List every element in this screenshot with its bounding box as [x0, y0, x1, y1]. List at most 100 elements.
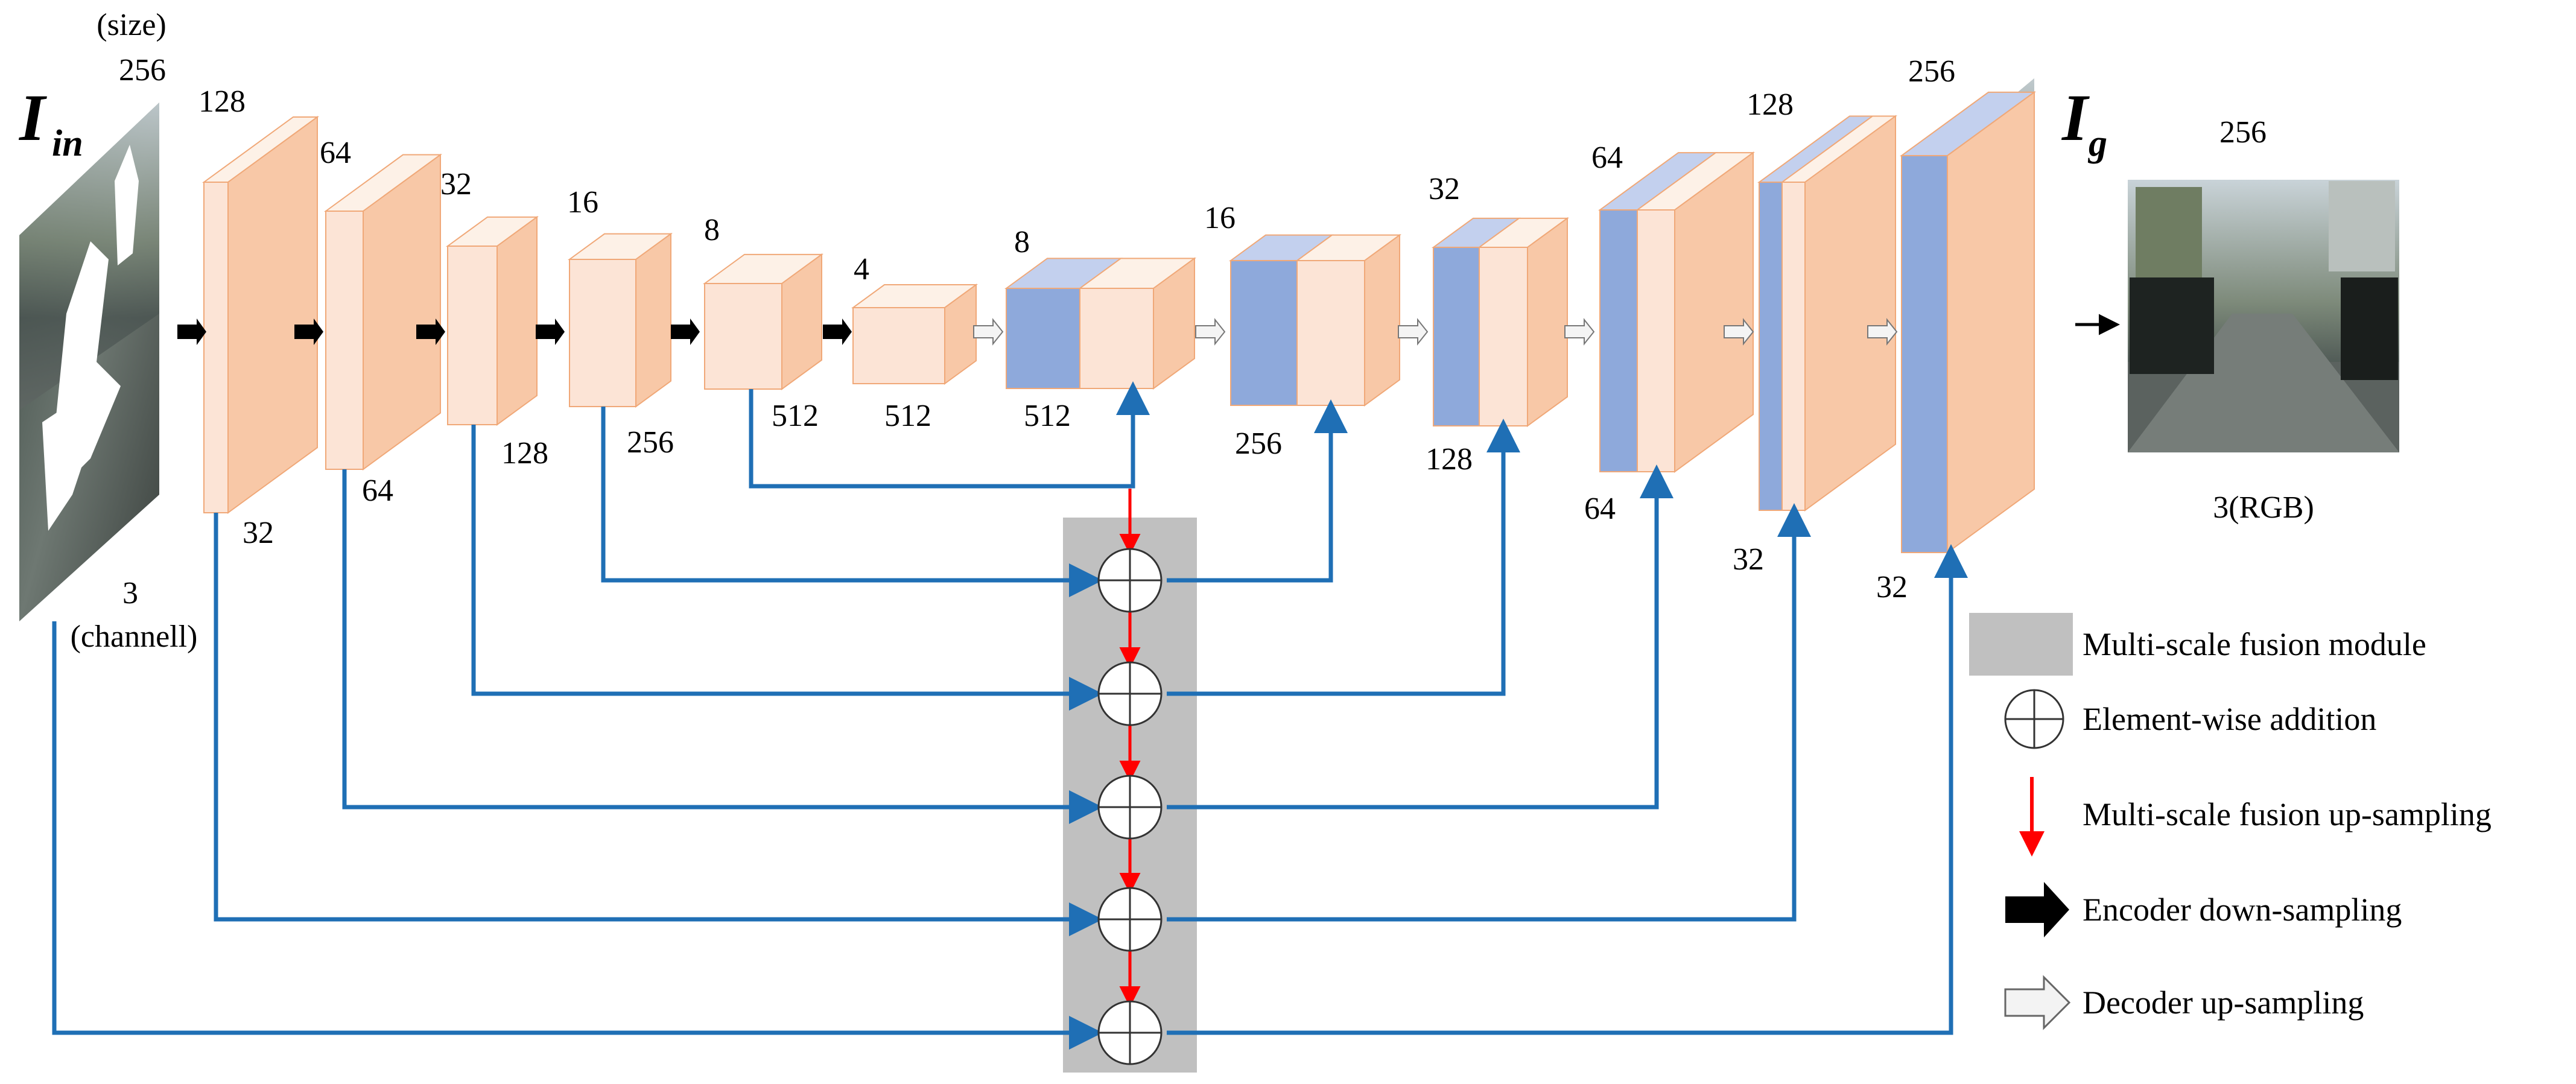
decoder-up-sampling-arrow: [973, 318, 1004, 346]
decoder-block-5-side: [1804, 115, 1896, 512]
element-wise-addition-icon: [1097, 548, 1163, 613]
decoder-block-3-blue-face: [1433, 247, 1480, 426]
encoder-down-sampling-arrow: [294, 319, 323, 345]
decoder-size-label: 128: [1746, 87, 1794, 122]
element-wise-addition-icon: [1097, 661, 1163, 726]
encoder-block-4-side: [635, 232, 671, 408]
output-channels-label: 3(RGB): [2213, 490, 2314, 525]
skip-connection-encoder-3: [471, 425, 1103, 711]
encoder-block-5: [702, 253, 824, 390]
decoder-up-sampling-arrow: [1724, 318, 1754, 346]
legend-label: Multi-scale fusion up-sampling: [2083, 796, 2492, 832]
decoder-size-label: 64: [1591, 141, 1623, 175]
decoder-block-1-peach-face: [1079, 288, 1154, 389]
encoder-block-4: [567, 232, 673, 408]
encoder-channel-label: 128: [501, 436, 548, 471]
encoder-block-3-side: [496, 215, 538, 426]
output-image: [2128, 180, 2399, 452]
decoder-channel-label: 128: [1426, 442, 1473, 477]
encoder-block-3: [445, 215, 539, 426]
decoder-block-4-blue-face: [1599, 209, 1638, 472]
output-title-sub: g: [2087, 123, 2107, 164]
encoder-down-sampling-arrow: [177, 319, 206, 345]
white-arrow-right-icon: [2004, 975, 2071, 1030]
encoder-block-1: [201, 115, 320, 514]
encoder-block-6-face: [852, 307, 945, 384]
circle-plus-icon: [2004, 689, 2064, 749]
encoder-down-sampling-arrow: [671, 319, 700, 345]
decoder-channel-label: 256: [1235, 426, 1282, 461]
encoder-block-2: [323, 153, 443, 471]
skip-connection-bottleneck: [749, 381, 1150, 489]
skip-connection-encoder-4: [601, 407, 1103, 597]
decoder-block-6: [1899, 90, 2037, 554]
encoder-down-sampling-arrow: [823, 319, 852, 345]
decoder-size-label: 256: [1908, 54, 1955, 89]
decoder-block-4-peach-face: [1637, 209, 1675, 472]
encoder-block-1-face: [203, 182, 229, 513]
decoder-size-label: 32: [1429, 172, 1460, 206]
decoder-block-1-blue-face: [1006, 288, 1080, 389]
encoder-block-5-face: [704, 283, 782, 390]
decoder-block-2-peach-face: [1296, 260, 1365, 406]
input-channels-label: 3: [122, 576, 138, 610]
output-size-label: 256: [2219, 115, 2267, 150]
input-title-sub: in: [52, 123, 83, 164]
element-wise-addition-icon: [1097, 887, 1163, 952]
decoder-block-2-blue-face: [1230, 260, 1298, 406]
legend-label: Decoder up-sampling: [2083, 984, 2364, 1021]
legend-label: Multi-scale fusion module: [2083, 626, 2426, 662]
fusion-output-to-decoder-2: [1167, 399, 1348, 583]
fusion-output-to-decoder-3: [1167, 419, 1520, 696]
encoder-block-6: [851, 284, 979, 385]
decoder-block-3-peach-face: [1479, 247, 1528, 426]
decoder-up-sampling-arrow: [1564, 318, 1595, 346]
encoder-size-label: 128: [198, 84, 246, 119]
decoder-channel-label: 512: [1024, 399, 1071, 433]
decoder-block-5-peach-face: [1781, 182, 1806, 511]
encoder-channel-label: 512: [772, 399, 819, 433]
decoder-block-3-side: [1527, 217, 1568, 427]
skip-connection-encoder-2: [342, 469, 1103, 824]
encoder-channel-label: 64: [362, 474, 393, 508]
fusion-output-to-decoder-6: [1167, 544, 1968, 1035]
encoder-channel-label: 256: [627, 425, 674, 460]
legend-label: Element-wise addition: [2083, 701, 2376, 737]
black-arrow-right-icon: [2005, 882, 2069, 937]
decoder-channel-label: 64: [1584, 492, 1616, 526]
decoder-up-sampling-arrow: [1195, 318, 1226, 346]
decoder-block-1: [1004, 257, 1197, 390]
decoder-up-sampling-arrow: [1398, 318, 1429, 346]
decoder-block-3: [1431, 217, 1570, 427]
decoder-block-2: [1228, 233, 1402, 407]
encoder-size-label: 16: [567, 185, 598, 220]
skip-connection-input: [52, 621, 1103, 1050]
decoder-block-4: [1597, 151, 1756, 473]
encoder-size-label: 4: [854, 252, 869, 287]
decoder-block-2-side: [1364, 233, 1400, 407]
fusion-output-to-decoder-4: [1167, 464, 1673, 810]
input-title: I: [18, 81, 47, 154]
encoder-block-2-face: [325, 211, 364, 470]
input-size-header: (size): [97, 8, 166, 42]
element-wise-addition-icon: [1097, 1000, 1163, 1065]
input-size-label: 256: [119, 53, 166, 87]
decoder-block-6-side: [1947, 90, 2035, 554]
encoder-size-label: 32: [440, 167, 472, 201]
input-image: [19, 103, 159, 621]
encoder-block-1-side: [227, 115, 318, 514]
encoder-down-sampling-arrow: [416, 319, 445, 345]
encoder-block-4-face: [569, 259, 636, 407]
encoder-size-label: 8: [704, 213, 720, 247]
decoder-up-sampling-arrow: [1867, 318, 1898, 346]
skip-connection-encoder-1: [214, 513, 1103, 936]
element-wise-addition-icon: [1097, 775, 1163, 840]
encoder-block-3-face: [447, 246, 498, 425]
encoder-size-label: 64: [320, 136, 351, 170]
gray-rectangle: [1969, 613, 2073, 676]
decoder-block-6-blue-face: [1901, 155, 1948, 553]
input-channels-caption: (channell): [71, 620, 198, 654]
decoder-channel-label: 32: [1733, 542, 1764, 577]
